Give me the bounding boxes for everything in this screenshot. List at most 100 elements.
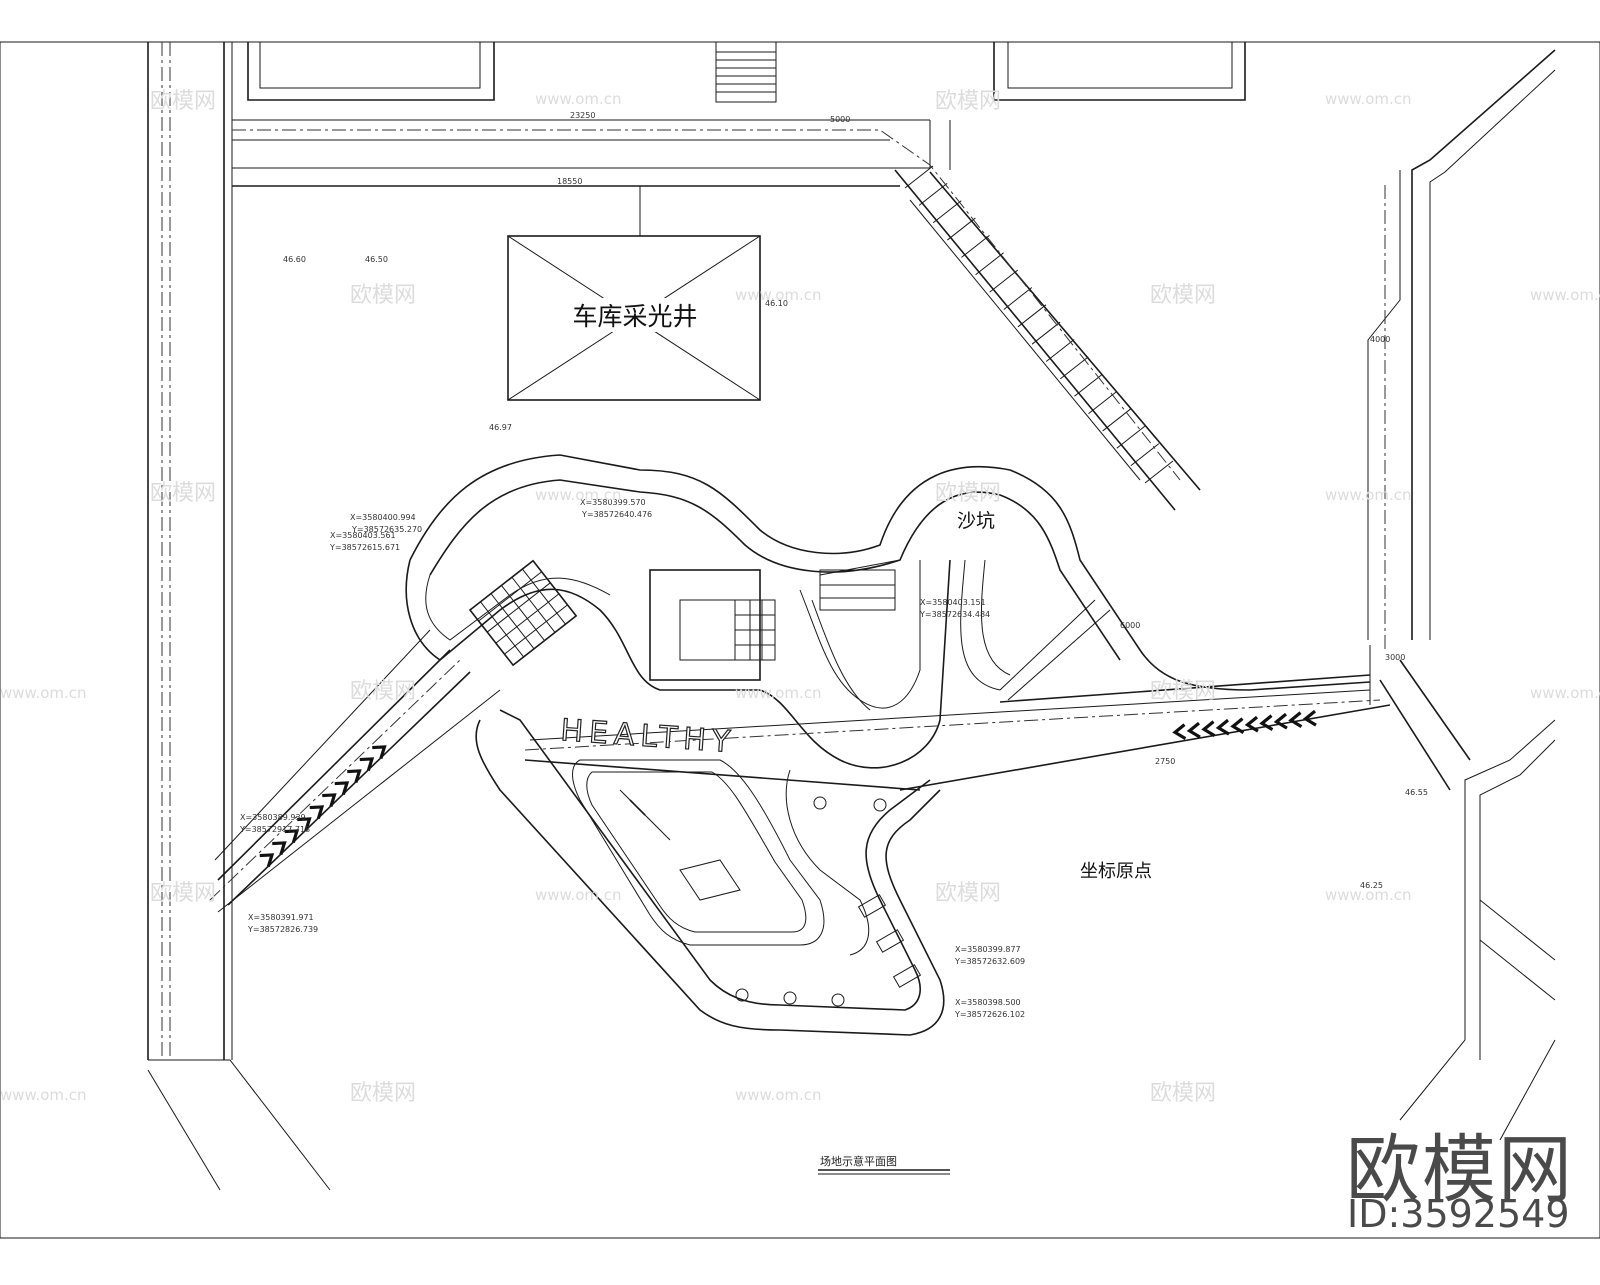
sandpit-lines <box>999 599 1111 701</box>
grid-line <box>495 593 560 644</box>
chevron-arrow <box>1230 717 1245 735</box>
watermark-tiles: 欧模网欧模网欧模网欧模网欧模网欧模网欧模网欧模网欧模网欧模网欧模网欧模网www.… <box>0 89 1600 1106</box>
coordinate-text: X=3580403.561 <box>330 531 396 540</box>
drawing-frame <box>0 41 1600 1239</box>
stair-rung <box>918 182 948 206</box>
elevation-text: 46.10 <box>765 299 788 308</box>
chevron-arrow <box>334 781 350 796</box>
direction-arrows-left <box>259 745 387 868</box>
watermark-url: www.om.cn <box>1325 90 1412 108</box>
watermark-tile: 欧模网 <box>350 679 416 704</box>
right-road <box>524 645 1391 791</box>
grid-line <box>490 593 535 650</box>
chevron-arrow <box>1288 711 1303 729</box>
dimension-text: 18550 <box>557 177 582 186</box>
grid-line <box>486 582 551 633</box>
grid-pad <box>468 559 578 667</box>
chevron-arrow <box>347 769 362 784</box>
stair-rung <box>1074 373 1103 397</box>
chevron-arrow <box>1201 720 1216 738</box>
elevation-text: 46.55 <box>1405 788 1428 797</box>
sandpit-label: 沙坑 <box>957 510 995 532</box>
healthy-ground-text: HEALTHY <box>559 713 737 760</box>
coordinate-text: Y=38572826.739 <box>247 925 318 934</box>
watermark-url: www.om.cn <box>735 286 822 304</box>
watermark-tile: 欧模网 <box>350 283 416 308</box>
coordinate-text: X=3580389.939 <box>240 813 306 822</box>
watermark-tile: 欧模网 <box>150 881 216 906</box>
chevron-arrow <box>284 829 300 844</box>
watermark-url: www.om.cn <box>535 886 622 904</box>
watermark-tile: 欧模网 <box>1150 1081 1216 1106</box>
stair-rung <box>1088 391 1117 414</box>
stair-rung <box>961 235 990 258</box>
winding-path <box>405 454 1371 769</box>
chevron-arrow <box>1302 709 1317 727</box>
chevron-arrow <box>1259 714 1274 732</box>
watermark-url: www.om.cn <box>735 1086 822 1104</box>
elevation-text: 46.97 <box>489 423 512 432</box>
elevation-text: 46.60 <box>283 255 306 264</box>
watermark-url: www.om.cn <box>735 684 822 702</box>
watermark-url: www.om.cn <box>1325 886 1412 904</box>
dimension-text: 2750 <box>1155 757 1175 766</box>
watermark-url: www.om.cn <box>1325 486 1412 504</box>
chevron-arrow <box>1172 723 1187 741</box>
chevron-arrow <box>309 805 325 820</box>
coordinate-text: Y=38572632.609 <box>954 957 1025 966</box>
grid-line <box>480 601 524 658</box>
dimension-text: 23250 <box>570 111 595 120</box>
stair-rung <box>1059 356 1089 380</box>
lower-playground <box>475 709 945 1036</box>
coordinate-text: Y=38572626.102 <box>954 1010 1025 1019</box>
dimension-text: 5000 <box>830 115 850 124</box>
coordinate-text: X=3580399.570 <box>580 498 646 507</box>
left-boundary <box>147 42 331 1191</box>
brand-id: ID:3592549 <box>1347 1192 1570 1236</box>
grid-line <box>501 585 545 641</box>
stair-rung <box>1045 339 1075 362</box>
watermark-url: www.om.cn <box>1530 286 1600 304</box>
dimension-text: 4000 <box>1370 335 1390 344</box>
coordinate-text: X=3580398.500 <box>955 998 1021 1007</box>
chevron-arrow <box>259 853 275 868</box>
watermark-tile: 欧模网 <box>935 881 1001 906</box>
stair-rung <box>1003 287 1033 310</box>
central-block <box>649 569 896 681</box>
stair-rung <box>932 200 962 224</box>
coordinate-text: X=3580391.971 <box>248 913 314 922</box>
watermark-url: www.om.cn <box>1530 684 1600 702</box>
stair-rung <box>904 165 934 189</box>
chevron-arrow <box>322 793 337 808</box>
elevation-notes: 46.50 46.60 46.10 46.97 46.55 46.25 <box>283 255 1428 890</box>
watermark-tile: 欧模网 <box>1150 283 1216 308</box>
watermark-tile: 欧模网 <box>1150 679 1216 704</box>
grid-line <box>504 604 568 655</box>
origin-label: 坐标原点 <box>1080 861 1152 882</box>
coordinate-text: Y=38572634.484 <box>919 610 990 619</box>
coordinate-text: X=3580403.151 <box>920 598 986 607</box>
watermark-url: www.om.cn <box>535 486 622 504</box>
watermark-tile: 欧模网 <box>150 89 216 114</box>
skylight-label: 车库采光井 <box>572 302 697 331</box>
right-boundary <box>1367 49 1556 1141</box>
top-road <box>232 120 951 236</box>
diagonal-stair <box>894 165 1201 511</box>
stair-rung <box>1144 460 1174 484</box>
watermark-tile: 欧模网 <box>935 481 1001 506</box>
watermark-tile: 欧模网 <box>350 1081 416 1106</box>
chevron-arrow <box>272 841 287 856</box>
chevron-arrow <box>1215 718 1230 736</box>
watermark-url: www.om.cn <box>0 684 87 702</box>
elevation-text: 46.50 <box>365 255 388 264</box>
stair-rung <box>975 252 1004 276</box>
elevation-text: 46.25 <box>1360 881 1383 890</box>
coordinate-text: Y=38572640.476 <box>581 510 652 519</box>
grid-line <box>522 568 566 625</box>
stair-rung <box>1116 425 1146 449</box>
chevron-arrow <box>1244 715 1259 733</box>
watermark-url: www.om.cn <box>535 90 622 108</box>
